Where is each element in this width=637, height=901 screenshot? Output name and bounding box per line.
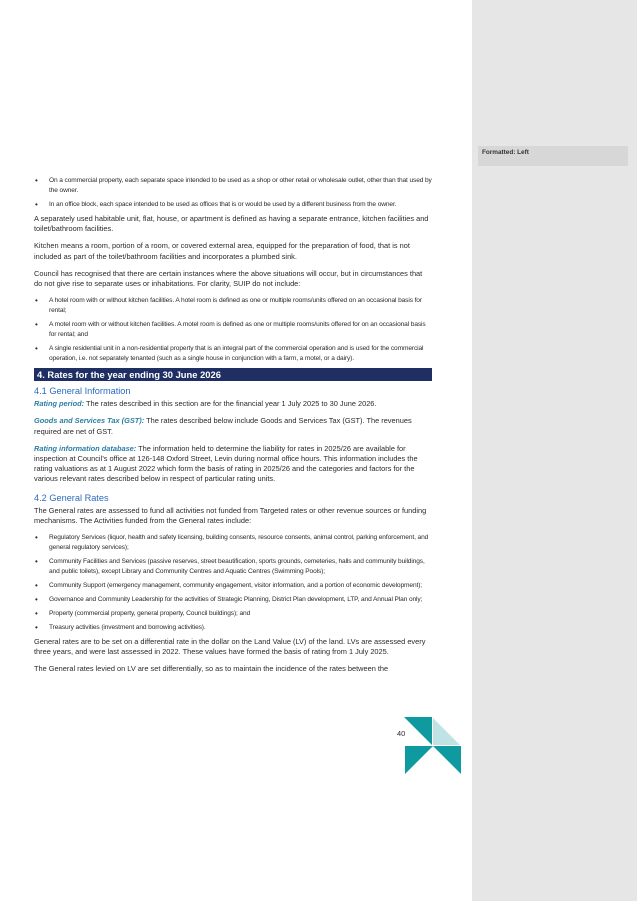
land-value-text-a: General rates are to be set on a differe… <box>34 637 406 647</box>
list-item: A single residential unit in a non-resid… <box>34 344 432 364</box>
teal-triangle-bottom <box>433 746 461 774</box>
list-item: Community Support (emergency management,… <box>34 581 432 591</box>
comments-margin-panel <box>472 0 637 901</box>
gst-paragraph: Goods and Services Tax (GST): The rates … <box>34 416 432 436</box>
commercial-bullets: On a commercial property, each separate … <box>34 176 432 210</box>
database-paragraph: Rating information database: The informa… <box>34 444 432 485</box>
general-information-heading: 4.1 General Information <box>34 386 131 397</box>
land-value-text-b: every three years, and were last assesse… <box>34 637 426 657</box>
teal-triangle-top <box>404 717 432 745</box>
page-number: 40 <box>397 729 406 738</box>
gst-text: The rates described below include Goods … <box>34 416 412 436</box>
formatting-comment[interactable]: Formatted: Left <box>478 146 628 166</box>
corner-triangles-graphic <box>404 717 461 774</box>
list-item: Property (commercial property, general p… <box>34 609 432 619</box>
database-label: Rating information database: <box>34 443 137 453</box>
land-value-paragraph: General rates are to be set on a differe… <box>34 637 432 657</box>
list-item: A motel room with or without kitchen fac… <box>34 320 432 340</box>
teal-triangle-middle <box>405 746 433 774</box>
habitable-unit-paragraph: A separately used habitable unit, flat, … <box>34 214 429 234</box>
general-rates-intro: The General rates are assessed to fund a… <box>34 505 427 525</box>
differential-paragraph: The General rates levied on LV are set d… <box>34 664 389 674</box>
section-heading: 4. Rates for the year ending 30 June 202… <box>34 368 432 382</box>
council-recognised-paragraph: Council has recognised that there are ce… <box>34 268 423 289</box>
list-item: Treasury activities (investment and borr… <box>34 623 432 633</box>
activities-bullets: Regulatory Services (liquor, health and … <box>34 533 432 633</box>
general-rates-heading: 4.2 General Rates <box>34 492 109 503</box>
list-item: Regulatory Services (liquor, health and … <box>34 533 432 553</box>
database-text: The information held to determine the li… <box>34 443 418 484</box>
list-item: A hotel room with or without kitchen fac… <box>34 296 432 316</box>
list-item: Governance and Community Leadership for … <box>34 595 432 605</box>
exclusion-bullets: A hotel room with or without kitchen fac… <box>34 296 432 364</box>
gst-label: Goods and Services Tax (GST): <box>34 416 145 426</box>
kitchen-paragraph: Kitchen means a room, portion of a room,… <box>34 241 410 261</box>
document-page: On a commercial property, each separate … <box>0 0 472 901</box>
rating-period-paragraph: Rating period: The rates described in th… <box>34 399 432 409</box>
rating-period-text: The rates described in this section are … <box>84 399 377 409</box>
list-item: On a commercial property, each separate … <box>34 176 432 196</box>
list-item: In an office block, each space intended … <box>34 200 432 210</box>
rating-period-label: Rating period: <box>34 399 85 409</box>
page-content: On a commercial property, each separate … <box>34 176 432 682</box>
light-triangle <box>433 718 460 745</box>
list-item: Community Facilities and Services (passi… <box>34 557 432 577</box>
